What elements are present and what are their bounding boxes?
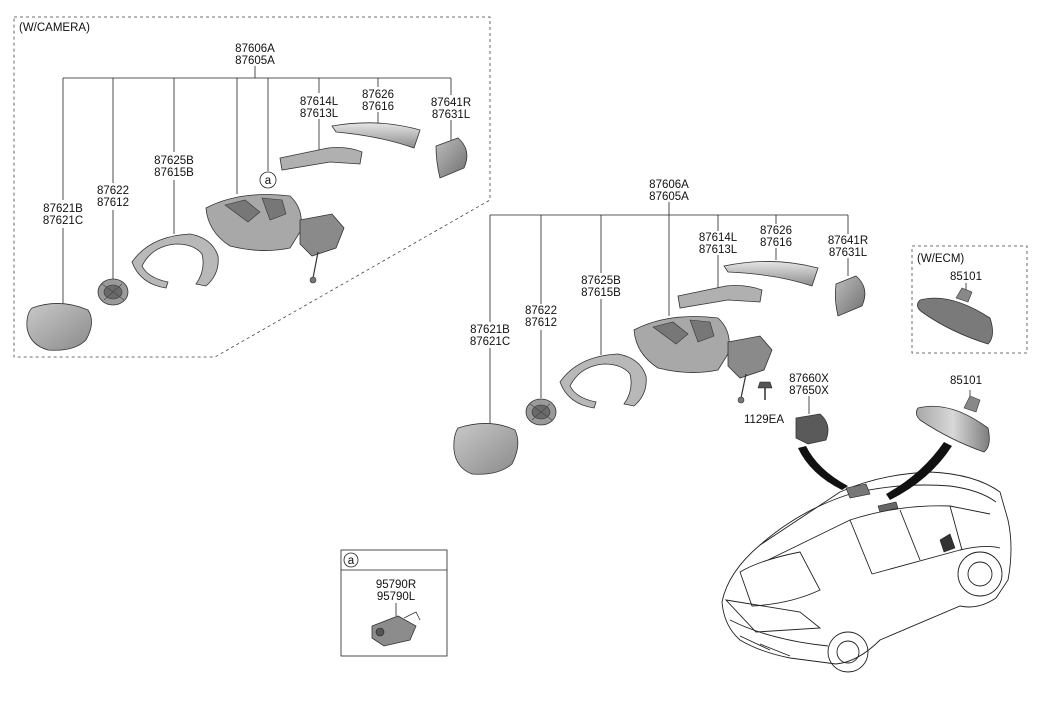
label-main-inner-cover-2: 87650X <box>789 385 829 397</box>
detail-ref-circle <box>343 552 359 568</box>
vehicle-illustration <box>721 471 1012 673</box>
main-cap <box>834 275 866 317</box>
label-camera-scalp-2: 87616 <box>362 101 394 113</box>
label-main-cover-1: 87614L <box>699 232 738 244</box>
camera-scalp <box>331 122 421 149</box>
label-detail-camera-2: 95790L <box>377 591 416 603</box>
label-camera-assy-1: 87606A <box>235 43 275 55</box>
label-main-cover-2: 87613L <box>699 244 738 256</box>
label-camera-actuator-1: 87622 <box>97 185 129 197</box>
label-main-housing-1: 87625B <box>581 275 621 287</box>
main-lower-cover <box>677 285 763 309</box>
label-main-screw: 1129EA <box>744 414 784 426</box>
label-main-assy-2: 87605A <box>649 191 689 203</box>
side-camera-module <box>371 611 421 647</box>
main-mirror-glass <box>453 423 519 475</box>
label-main-housing-2: 87615B <box>581 287 621 299</box>
pointer-inner-cover-to-vehicle <box>798 446 848 490</box>
main-inner-cover <box>795 413 829 445</box>
label-camera-cap-2: 87631L <box>432 109 471 121</box>
label-camera-glass-2: 87621C <box>43 215 83 227</box>
label-main-actuator-2: 87612 <box>525 317 557 329</box>
label-detail-camera-1: 95790R <box>376 579 416 591</box>
label-camera-cover-1: 87614L <box>300 96 339 108</box>
label-main-glass-1: 87621B <box>470 324 510 336</box>
label-main-scalp-2: 87616 <box>760 237 792 249</box>
detail-box-border <box>340 549 448 657</box>
ecm-group-border <box>911 245 1028 354</box>
label-main-cap-2: 87631L <box>829 247 868 259</box>
camera-ref-circle-label: a <box>265 175 272 187</box>
main-screw <box>757 381 773 400</box>
camera-housing-frame <box>131 233 219 289</box>
label-main-glass-2: 87621C <box>470 336 510 348</box>
camera-ref-circle <box>259 171 277 189</box>
label-main-room-mirror: 85101 <box>950 375 982 387</box>
ecm-variant-group: (W/ECM) 85101 <box>911 245 1028 354</box>
camera-mirror-glass <box>26 303 92 351</box>
label-main-cap-1: 87641R <box>828 235 868 247</box>
camera-lower-cover <box>279 147 363 171</box>
camera-actuator <box>97 278 129 306</box>
detail-ref-circle-label: a <box>348 555 355 567</box>
label-camera-cover-2: 87613L <box>300 108 339 120</box>
label-camera-assy-2: 87605A <box>235 55 275 67</box>
label-main-actuator-1: 87622 <box>525 305 557 317</box>
label-camera-cap-1: 87641R <box>431 97 471 109</box>
camera-cap <box>435 137 468 179</box>
detail-a-box: a 95790R 95790L <box>340 549 448 657</box>
label-camera-housing-2: 87615B <box>154 167 194 179</box>
label-main-assy-1: 87606A <box>649 179 689 191</box>
camera-mirror-body <box>205 194 345 284</box>
ecm-group-title: (W/ECM) <box>917 253 964 265</box>
label-main-inner-cover-1: 87660X <box>789 373 829 385</box>
main-mirror-body <box>633 316 773 404</box>
label-main-scalp-1: 87626 <box>760 225 792 237</box>
main-actuator <box>525 398 557 426</box>
label-camera-scalp-1: 87626 <box>362 89 394 101</box>
label-camera-housing-1: 87625B <box>154 155 194 167</box>
camera-group-title: (W/CAMERA) <box>19 22 90 34</box>
camera-group-border <box>13 16 491 358</box>
main-housing-frame <box>559 353 647 409</box>
label-camera-actuator-2: 87612 <box>97 197 129 209</box>
ecm-room-mirror <box>917 287 993 345</box>
label-camera-glass-1: 87621B <box>43 203 83 215</box>
room-mirror <box>916 390 990 453</box>
camera-variant-group: (W/CAMERA) 87606A 87605A 87614L 87613L 8… <box>13 16 491 358</box>
pointer-room-mirror-to-vehicle <box>886 442 952 500</box>
label-ecm-room-mirror: 85101 <box>950 271 982 283</box>
main-scalp <box>723 261 819 287</box>
standard-variant-group: 87606A 87605A 87614L 87613L 87626 87616 … <box>453 179 990 475</box>
